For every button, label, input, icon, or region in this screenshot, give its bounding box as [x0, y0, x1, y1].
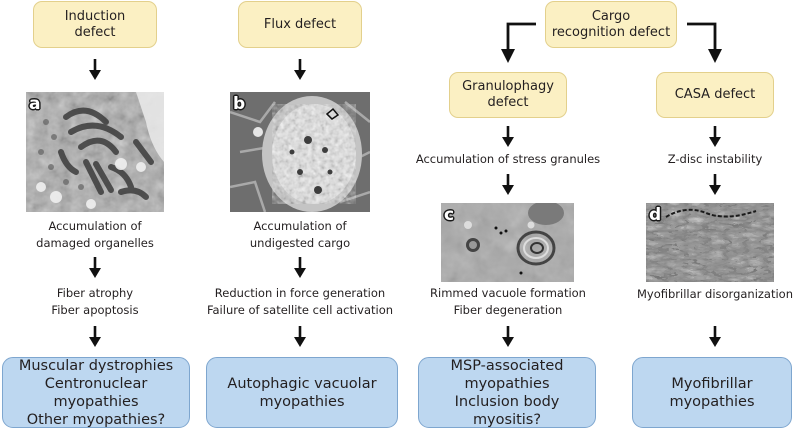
micrograph-d: d [646, 203, 774, 282]
down-arrow-icon [502, 174, 514, 195]
box-text-line: myopathies [259, 393, 345, 410]
box-text-line: recognition defect [551, 24, 671, 40]
box-text-line: CASA defect [674, 87, 756, 102]
micrograph-c: c [441, 203, 574, 282]
box-text-line: Myofibrillar [671, 375, 753, 392]
outcome-text: Accumulation of undigested cargo [205, 218, 395, 252]
text-line: undigested cargo [249, 236, 351, 250]
box-text-line: Muscular dystrophies [18, 357, 174, 374]
intermediate-text: Accumulation of stress granules [415, 152, 601, 166]
outcome-text: Accumulation of damaged organelles [0, 218, 190, 252]
text-line: Myofibrillar disorganization [636, 287, 794, 301]
box-text-line: myopathies [669, 393, 755, 410]
disease-box-casa: Myofibrillar myopathies [632, 357, 792, 428]
down-arrow-icon [709, 174, 721, 195]
box-text-line: Centronuclear myopathies [44, 375, 148, 410]
down-arrow-icon [709, 326, 721, 347]
text-line: Fiber apoptosis [51, 303, 139, 317]
down-arrow-icon [502, 326, 514, 347]
down-arrow-icon [502, 126, 514, 147]
box-text-line: Other myopathies? [26, 411, 166, 428]
box-text-line: defect [487, 95, 529, 110]
box-text-line: Inclusion body myositis? [454, 393, 560, 428]
disease-box-granulophagy: MSP-associated myopathies Inclusion body… [418, 357, 596, 428]
panel-label-c: c [444, 205, 455, 225]
box-text-line: myopathies [464, 375, 550, 392]
text-line: Accumulation of [48, 219, 142, 233]
text-line: Accumulation of [253, 219, 347, 233]
panel-label-d: d [649, 205, 662, 225]
cargo-recognition-defect-box: Cargo recognition defect [545, 1, 677, 48]
disease-box-induction: Muscular dystrophies Centronuclear myopa… [2, 357, 190, 428]
text-line: damaged organelles [36, 236, 154, 250]
down-arrow-icon [294, 326, 306, 347]
consequence-text: Reduction in force generation Failure of… [200, 285, 400, 319]
down-arrow-icon [709, 126, 721, 147]
box-text-line: Induction [64, 8, 126, 24]
micrograph-b: b [230, 92, 370, 212]
branch-arrows-icon [501, 22, 722, 63]
box-text-line: Granulophagy [462, 79, 554, 94]
panel-label-a: a [29, 94, 41, 114]
text-line: Rimmed vacuole formation [430, 286, 586, 300]
text-line: Fiber atrophy [56, 286, 134, 300]
text-line: Failure of satellite cell activation [206, 303, 394, 317]
down-arrow-icon [294, 257, 306, 278]
down-arrow-icon [89, 59, 101, 80]
down-arrow-icon [89, 326, 101, 347]
consequence-text: Fiber atrophy Fiber apoptosis [0, 285, 190, 319]
box-text-line: Autophagic vacuolar [227, 375, 377, 392]
down-arrow-icon [294, 59, 306, 80]
box-text-line: MSP-associated [450, 357, 564, 374]
micrograph-a: a [26, 92, 164, 212]
box-text-line: Cargo [591, 8, 631, 24]
induction-defect-box: Induction defect [33, 1, 157, 48]
consequence-text: Rimmed vacuole formation Fiber degenerat… [408, 285, 608, 319]
text-line: Reduction in force generation [214, 286, 386, 300]
consequence-text: Myofibrillar disorganization [610, 286, 800, 303]
panel-label-b: b [233, 94, 246, 114]
box-text-line: Flux defect [263, 16, 337, 32]
text-line: Fiber degeneration [453, 303, 563, 317]
box-text-line: defect [74, 24, 116, 40]
down-arrow-icon [89, 257, 101, 278]
disease-box-flux: Autophagic vacuolar myopathies [206, 357, 398, 428]
casa-defect-box: CASA defect [656, 72, 774, 118]
granulophagy-defect-box: Granulophagy defect [449, 72, 567, 118]
flux-defect-box: Flux defect [238, 1, 362, 48]
intermediate-text: Z-disc instability [667, 152, 763, 166]
